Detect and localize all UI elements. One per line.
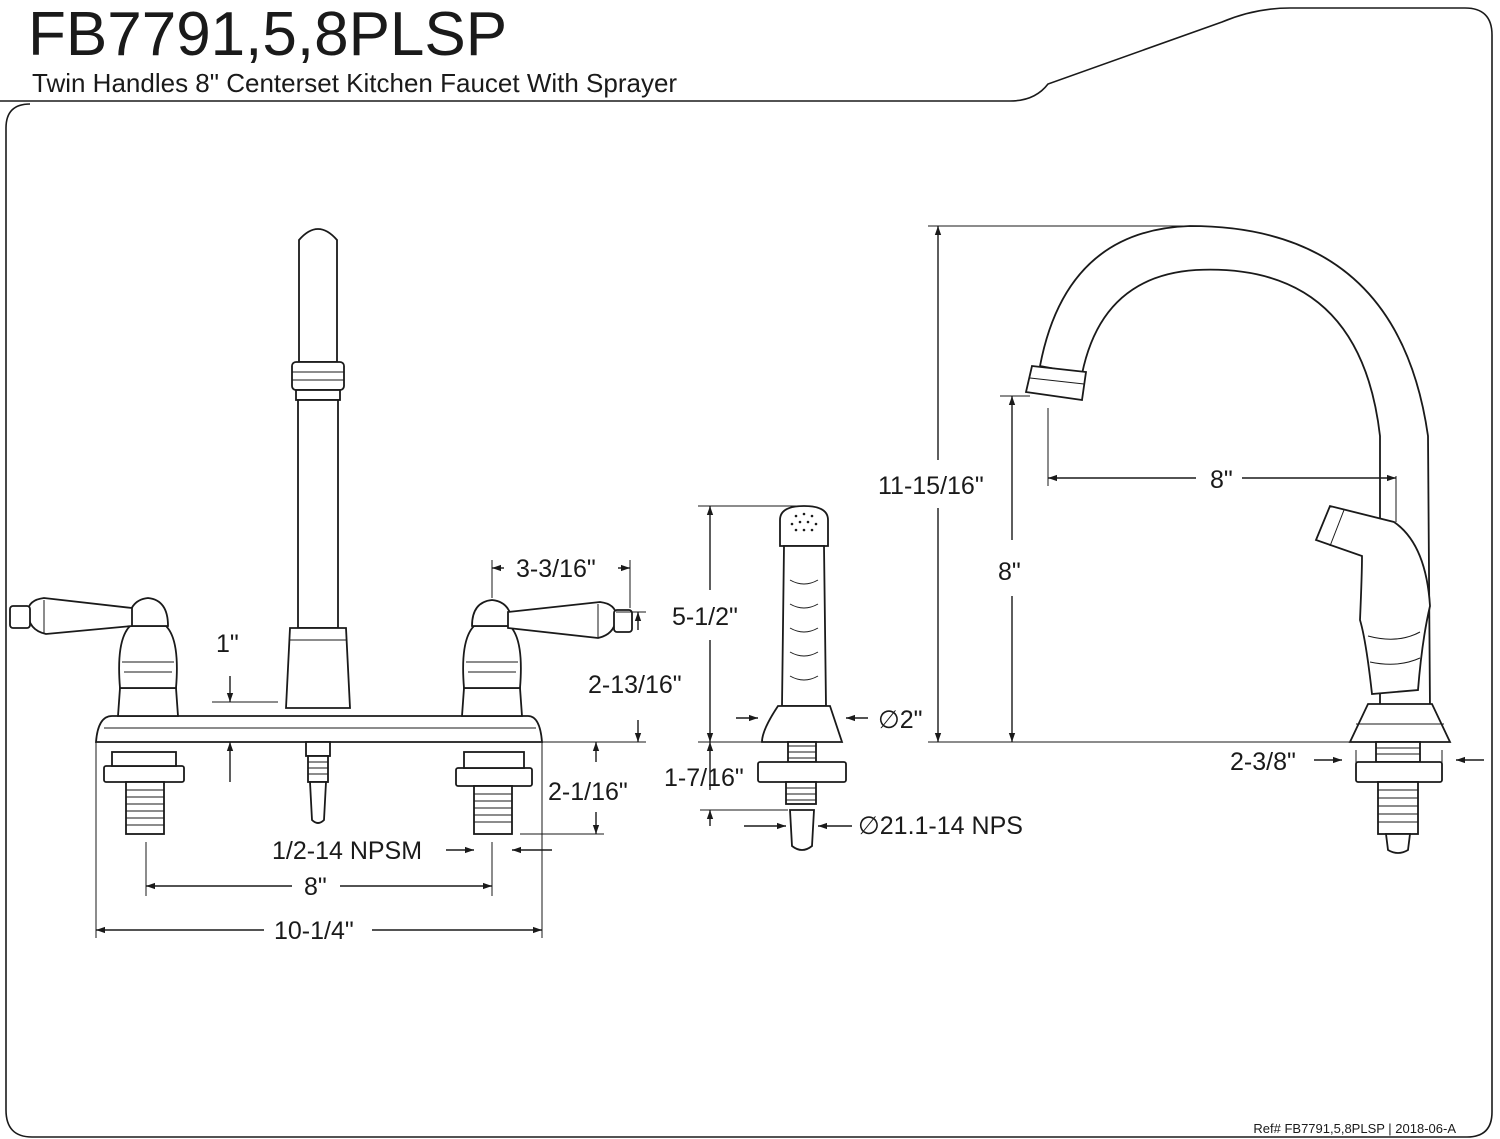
front-view-dimensions: 3-3/16" 1" 2-13/16" 2-1/16"	[95, 555, 682, 945]
center-supply	[305, 741, 331, 824]
model-number: FB7791,5,8PLSP	[28, 0, 508, 69]
shank-length-dim: 2-1/16"	[548, 778, 628, 806]
overall-width-dim: 10-1/4"	[274, 917, 354, 945]
base-to-handle-dim: 1"	[216, 630, 239, 658]
right-handle	[461, 599, 633, 717]
center-spacing-dim: 8"	[304, 873, 327, 901]
sprayer-length-dim: 5-1/2"	[672, 603, 738, 631]
sprayer-side	[1314, 504, 1431, 695]
product-description: Twin Handles 8" Centerset Kitchen Faucet…	[32, 68, 678, 98]
handle-height-dim: 2-13/16"	[588, 671, 682, 699]
handle-offset-dim: 3-3/16"	[516, 555, 596, 583]
left-shank	[103, 751, 185, 835]
sprayer-view: 5-1/2" ∅2" 1-7/16" ∅21.1-14 NPS	[664, 505, 1023, 851]
supply-thread-dim: 1/2-14 NPSM	[272, 837, 422, 865]
front-view: 3-3/16" 1" 2-13/16" 2-1/16"	[9, 228, 682, 945]
title-frame	[0, 7, 1493, 1138]
reference-code: Ref# FB7791,5,8PLSP | 2018-06-A	[1253, 1121, 1456, 1136]
side-view: 11-15/16" 8" 8" 2-3/8"	[878, 225, 1484, 854]
spout-reach-dim: 8"	[1210, 466, 1233, 494]
overall-height-dim: 11-15/16"	[878, 472, 984, 500]
spout-height-dim: 8"	[998, 558, 1021, 586]
deck-plate	[95, 715, 543, 743]
sprayer-thread-dim: ∅21.1-14 NPS	[858, 812, 1023, 840]
right-shank	[455, 751, 533, 835]
sprayer-base-diameter-dim: ∅2"	[878, 706, 923, 734]
sprayer-shank-dim: 1-7/16"	[664, 764, 744, 792]
left-handle	[9, 597, 179, 717]
side-base-dim: 2-3/8"	[1230, 748, 1296, 776]
spout-front	[285, 228, 351, 709]
